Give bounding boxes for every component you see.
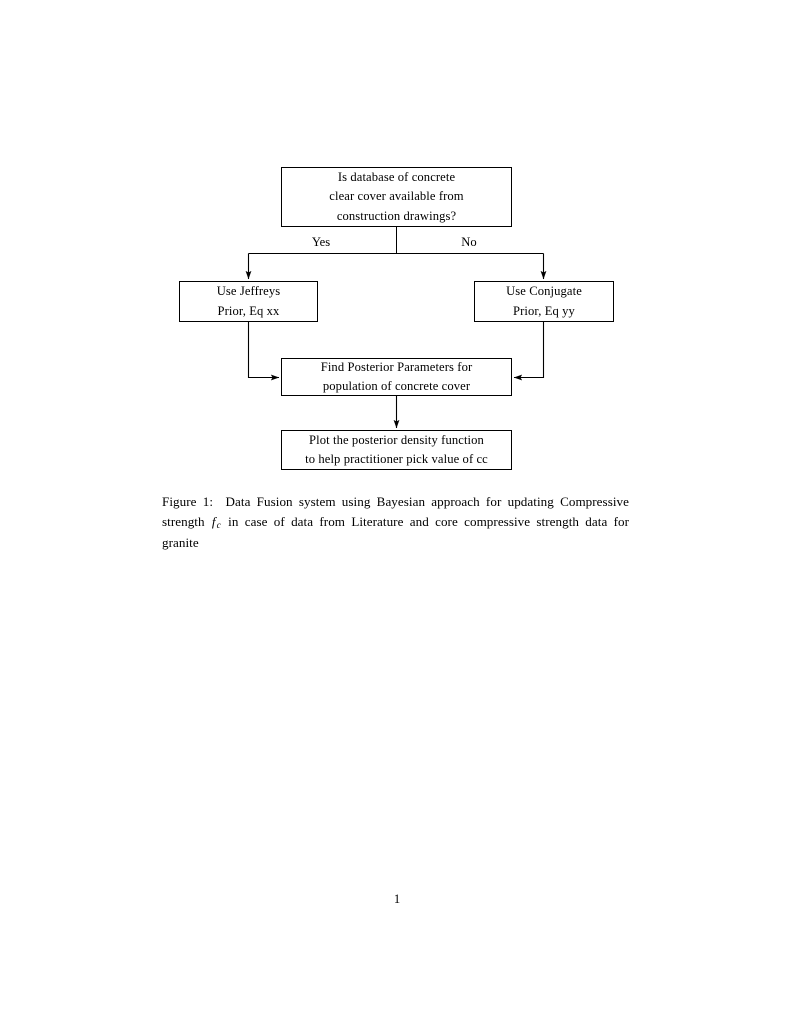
caption-math-subscript: c <box>216 520 221 531</box>
figure-1: Is database of concrete clear cover avai… <box>0 0 794 500</box>
caption-label: Figure 1: <box>162 494 214 509</box>
flowchart-connectors <box>245 227 547 429</box>
flowchart-node-decision[interactable]: Is database of concrete clear cover avai… <box>281 167 512 227</box>
node-plot-line-2: to help practitioner pick value of cc <box>305 452 488 466</box>
node-decision-line-1: Is database of concrete <box>337 170 456 185</box>
node-decision-line-3: construction drawings? <box>336 208 457 223</box>
node-posterior-line-2: population of concrete cover <box>322 379 471 393</box>
figure-caption: Figure 1: Data Fusion system using Bayes… <box>162 492 629 552</box>
caption-math-variable: f <box>211 513 216 529</box>
node-jeffreys-line-2: Prior, Eq xx <box>217 303 280 318</box>
node-decision-line-2: clear cover available from <box>329 189 464 204</box>
node-posterior-line-1: Find Posterior Parameters for <box>320 359 473 374</box>
caption-space-1 <box>213 494 226 509</box>
edge-jeffreys-to-posterior <box>247 322 280 381</box>
node-jeffreys-line-1: Use Jeffreys <box>216 284 281 299</box>
caption-space-2 <box>205 514 211 529</box>
caption-text-after-math: in case of data from Literature and core… <box>162 513 630 550</box>
edge-label-no: No <box>461 235 477 249</box>
flowchart-node-find-posterior[interactable]: Find Posterior Parameters for population… <box>281 358 512 396</box>
node-conjugate-line-2: Prior, Eq yy <box>513 303 575 318</box>
edge-label-yes: Yes <box>311 235 331 249</box>
node-conjugate-line-1: Use Conjugate <box>506 284 582 299</box>
node-plot-line-1: Plot the posterior density function <box>309 432 484 447</box>
caption-text-before-math: Data Fusion system using Bayesian approa… <box>162 494 629 529</box>
edge-conjugate-to-posterior <box>513 322 545 381</box>
flowchart-node-jeffreys-prior[interactable]: Use Jeffreys Prior, Eq xx <box>179 281 318 322</box>
flowchart-node-plot-posterior[interactable]: Plot the posterior density function to h… <box>281 430 512 470</box>
page-number: 1 <box>393 892 401 906</box>
flowchart-node-conjugate-prior[interactable]: Use Conjugate Prior, Eq yy <box>474 281 614 322</box>
